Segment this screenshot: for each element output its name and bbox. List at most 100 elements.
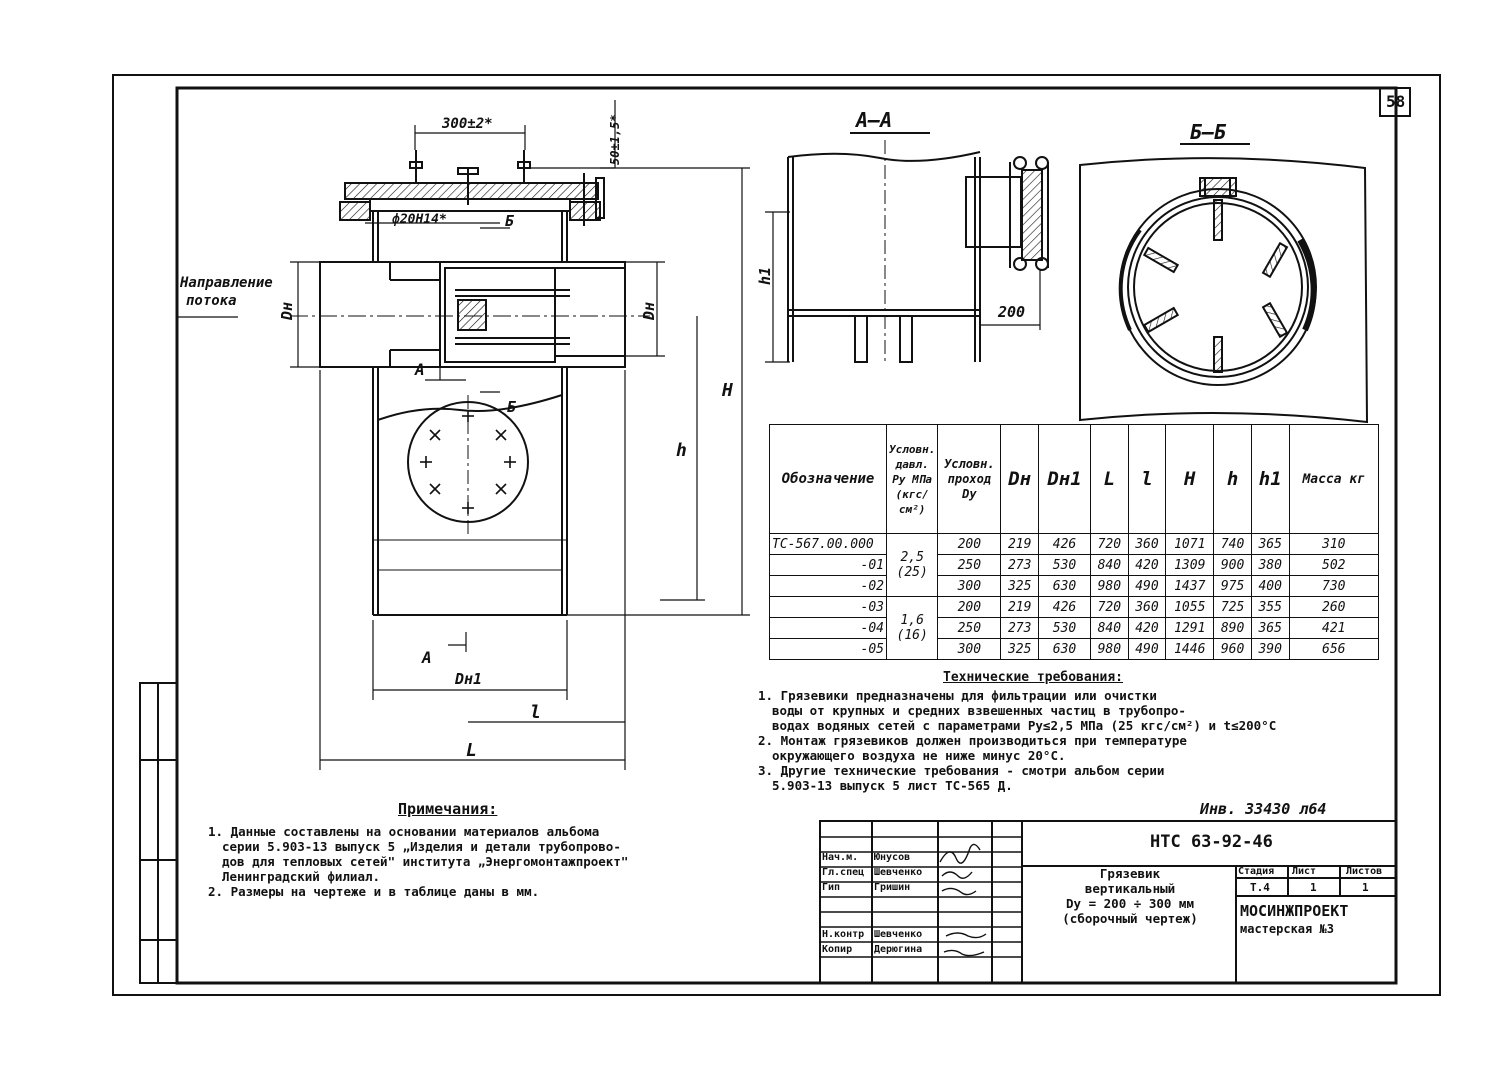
- dim-300: 300±2*: [442, 116, 493, 132]
- cell-designation: -03: [769, 596, 887, 618]
- cell-mass: 421: [1288, 617, 1380, 639]
- cell-dn1: 426: [1038, 596, 1091, 618]
- cell-dy: 200: [937, 533, 1002, 555]
- staff-name: Шевченко: [874, 929, 923, 940]
- dim-h1: h1: [756, 266, 774, 285]
- dim-50: 50±1,5*: [608, 114, 622, 165]
- section-aa-title: А—А: [856, 108, 893, 132]
- cell-designation: -01: [769, 554, 887, 576]
- tech-requirements-title: Технические требования:: [943, 670, 1124, 685]
- cell-H: 1309: [1165, 554, 1215, 576]
- dim-dn1: Dн1: [455, 670, 483, 688]
- table-row: -02 300 325 630 980 490 1437 975 400 730: [769, 575, 1380, 597]
- cell-l: 490: [1127, 575, 1167, 597]
- outer-frame: [112, 74, 1441, 996]
- cell-l: 360: [1127, 596, 1167, 618]
- cell-h1: 365: [1250, 617, 1290, 639]
- staff-name: Гришин: [874, 882, 911, 893]
- cell-L: 840: [1089, 554, 1129, 576]
- main-view: [178, 100, 750, 770]
- cell-dn1: 630: [1038, 638, 1091, 660]
- drawing-code: НТС 63-92-46: [1150, 832, 1273, 852]
- cell-h: 890: [1213, 617, 1252, 639]
- staff-role: Копир: [822, 944, 853, 955]
- stage-header: Стадия: [1238, 866, 1275, 877]
- cell-dn1: 426: [1038, 533, 1091, 555]
- sheet-value: 1: [1310, 881, 1317, 894]
- cell-h: 725: [1213, 596, 1252, 618]
- tech-line: 1. Грязевики предназначены для фильтраци…: [758, 688, 1157, 703]
- dim-h-big: H: [722, 380, 733, 401]
- cell-designation: -05: [769, 638, 887, 660]
- mark-b-bottom: Б: [507, 398, 517, 416]
- col-designation: Обозначение: [769, 424, 887, 534]
- table-row: -05 300 325 630 980 490 1446 960 390 656: [769, 638, 1380, 660]
- staff-role: Нач.м.: [822, 852, 859, 863]
- staff-role: Н.контр: [822, 929, 865, 940]
- note-line: 1. Данные составлены на основании матери…: [208, 824, 600, 839]
- cell-dn: 325: [1000, 575, 1039, 597]
- cell-L: 980: [1089, 575, 1129, 597]
- cell-h: 740: [1213, 533, 1252, 555]
- cell-mass: 656: [1288, 638, 1380, 660]
- col-h: h: [1213, 424, 1252, 534]
- table-row: -01 250 273 530 840 420 1309 900 380 502: [769, 554, 1380, 576]
- notes: Примечания: 1. Данные составлены на осно…: [208, 800, 808, 899]
- title-line: Грязевик: [1099, 866, 1161, 881]
- cell-pressure: 2,5(25): [885, 533, 939, 597]
- cell-h1: 365: [1250, 533, 1290, 555]
- inventory-number: Инв. 33430 л64: [1200, 800, 1327, 818]
- col-h1: h1: [1250, 424, 1290, 534]
- note-line: серии 5.903-13 выпуск 5 „Изделия и детал…: [222, 839, 621, 854]
- cell-mass: 502: [1288, 554, 1380, 576]
- spec-table: Обозначение Условн. давл. Ру МПа (кгс/см…: [769, 424, 1380, 660]
- drawing-title: Грязевик вертикальный Dу = 200 ÷ 300 мм …: [1024, 866, 1236, 926]
- flow-direction-label-2: потока: [186, 293, 237, 309]
- mark-b-top: Б: [505, 212, 515, 230]
- staff-role: Гл.спец: [822, 867, 865, 878]
- cell-H: 1291: [1165, 617, 1215, 639]
- sheet-number-box: [1379, 87, 1411, 117]
- cell-pressure: 1,6(16): [885, 596, 939, 660]
- sheets-value: 1: [1362, 881, 1369, 894]
- section-aa-view: [765, 132, 1049, 365]
- cell-l: 490: [1127, 638, 1167, 660]
- organization-name: МОСИНЖПРОЕКТ: [1240, 902, 1349, 920]
- sheets-header: Листов: [1346, 866, 1383, 877]
- stage-value: Т.4: [1250, 881, 1270, 894]
- note-line: дов для тепловых сетей" института „Энерг…: [222, 854, 629, 869]
- cell-l: 420: [1127, 554, 1167, 576]
- inner-frame: [175, 86, 1398, 985]
- cell-h: 960: [1213, 638, 1252, 660]
- title-line: (сборочный чертеж): [1062, 911, 1198, 926]
- cell-L: 720: [1089, 596, 1129, 618]
- table-row: -03 1,6(16) 200 219 426 720 360 1055 725…: [769, 596, 1380, 660]
- cell-mass: 260: [1288, 596, 1380, 618]
- note-line: 2. Размеры на чертеже и в таблице даны в…: [208, 884, 540, 899]
- staff-name: Дерюгина: [874, 944, 923, 955]
- dim-dn-left: Dн: [278, 301, 296, 320]
- cell-L: 980: [1089, 638, 1129, 660]
- cell-dn1: 530: [1038, 617, 1091, 639]
- cell-dy: 250: [937, 554, 1002, 576]
- cell-H: 1437: [1165, 575, 1215, 597]
- dim-200: 200: [998, 303, 1026, 321]
- title-line: Dу = 200 ÷ 300 мм: [1066, 896, 1194, 911]
- cell-designation: -02: [769, 575, 887, 597]
- spec-header-row: Обозначение Условн. давл. Ру МПа (кгс/см…: [769, 424, 1380, 534]
- cell-h1: 400: [1250, 575, 1290, 597]
- dim-l-total: L: [466, 740, 477, 761]
- tech-line: воды от крупных и средних взвешенных час…: [772, 703, 1186, 718]
- cell-l: 420: [1127, 617, 1167, 639]
- cell-dn: 219: [1000, 596, 1039, 618]
- notes-title: Примечания:: [398, 800, 498, 818]
- cell-H: 1446: [1165, 638, 1215, 660]
- col-L: L: [1089, 424, 1129, 534]
- organization-division: мастерская №3: [1240, 922, 1334, 936]
- section-bb-view: [1079, 143, 1369, 424]
- tech-line: окружающего воздуха не ниже минус 20°С.: [772, 748, 1066, 763]
- section-bb-title: Б—Б: [1190, 120, 1227, 144]
- tech-line: 5.903-13 выпуск 5 лист ТС-565 Д.: [772, 778, 1013, 793]
- col-dn1: Dн1: [1038, 424, 1091, 534]
